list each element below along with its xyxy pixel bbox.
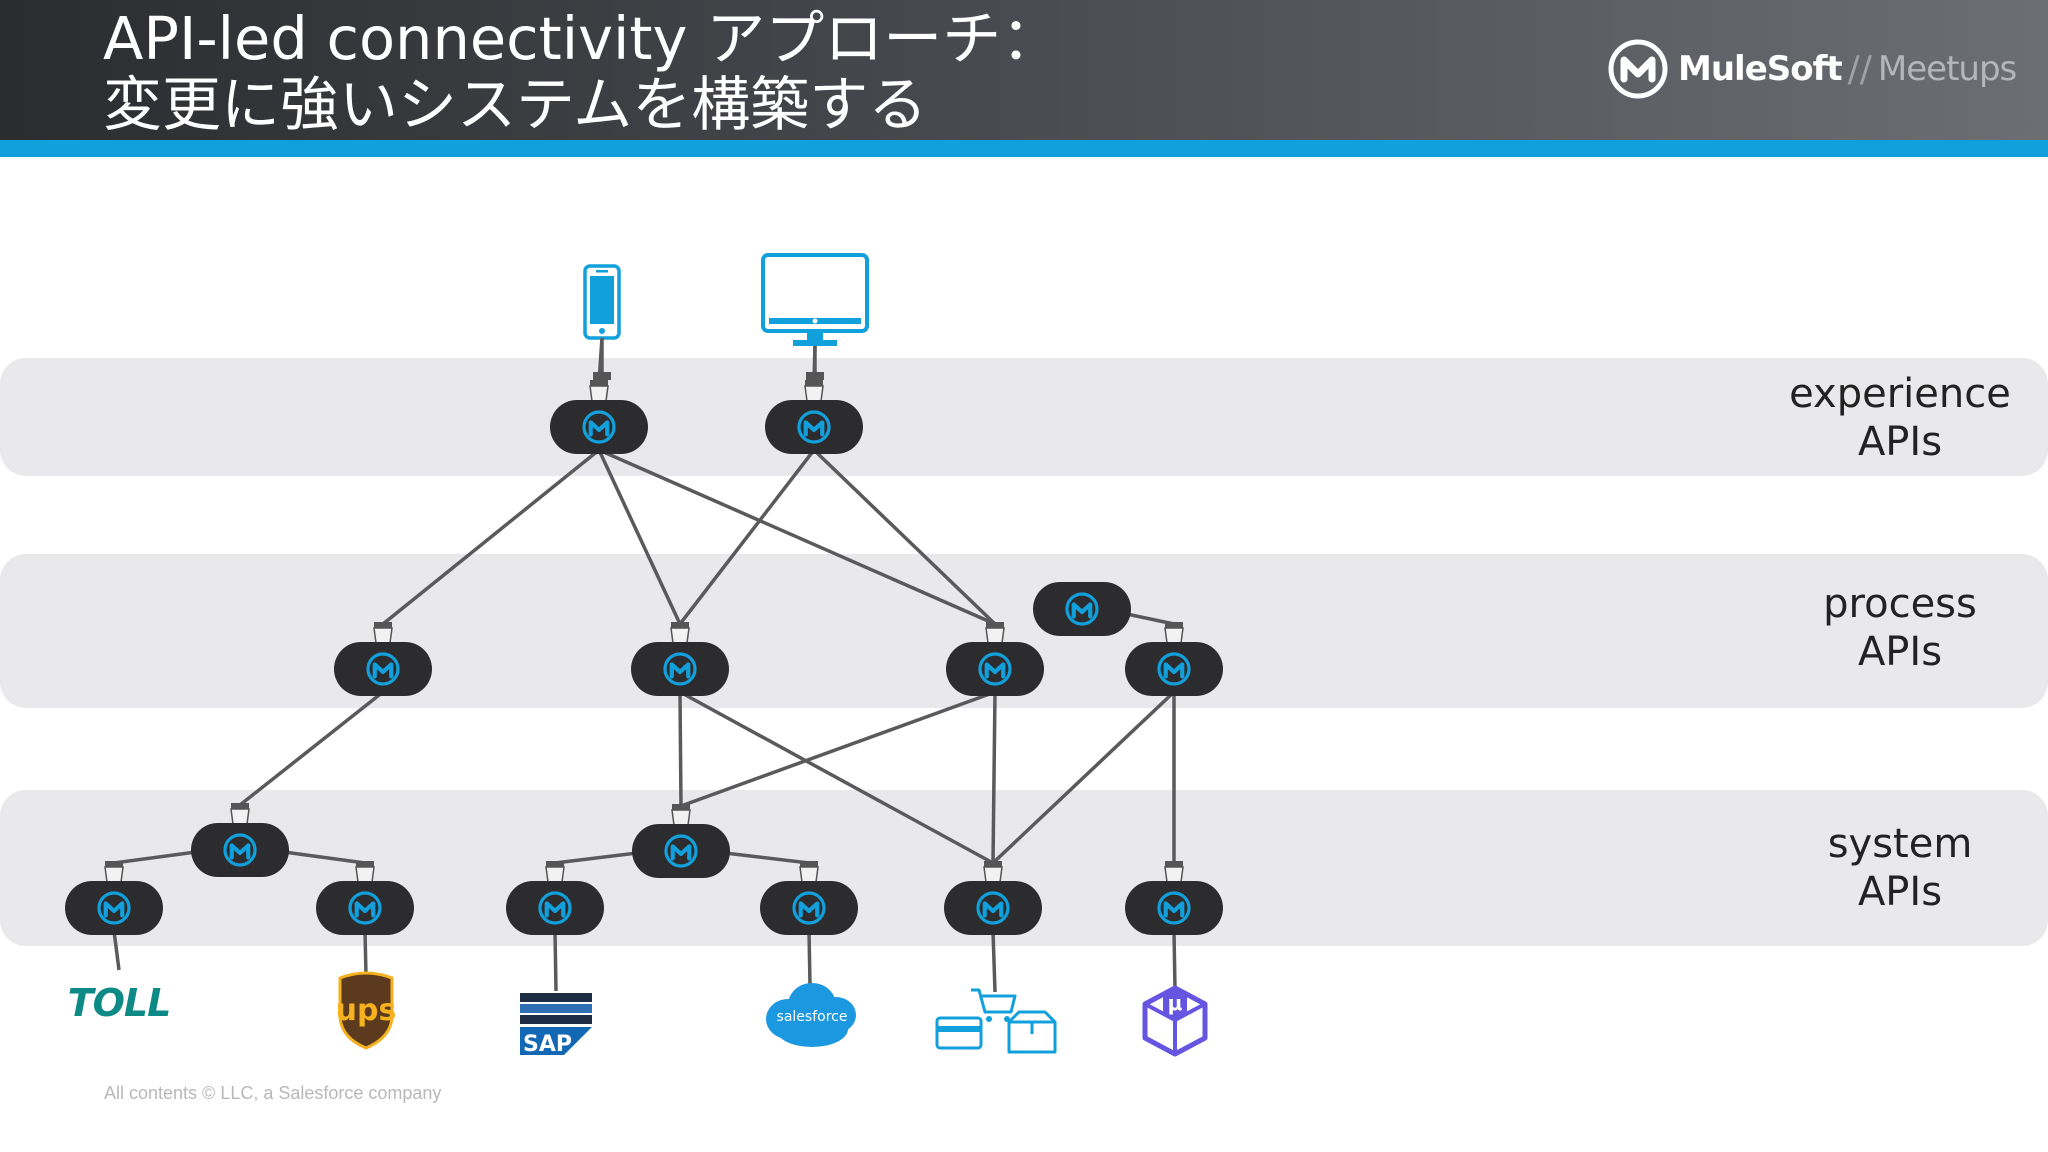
connection-sys3-sap	[553, 930, 558, 992]
layer-label-experience: experience APIs	[1750, 370, 2048, 466]
api-node-proc2[interactable]	[631, 622, 729, 696]
slide-title: API-led connectivity アプローチ： 変更に強いシステムを構築…	[103, 6, 1060, 138]
mulesoft-logo-icon	[1608, 39, 1668, 99]
svg-text:TOLL: TOLL	[68, 981, 171, 1025]
svg-text:SAP: SAP	[523, 1032, 572, 1057]
layer-label-line2: APIs	[1857, 629, 1943, 675]
api-node-proc3[interactable]	[946, 622, 1044, 696]
connection-proc3-sys5	[991, 691, 997, 864]
api-node-sys2[interactable]	[316, 861, 414, 935]
api-node-sys3[interactable]	[506, 861, 604, 935]
layer-label-system: system APIs	[1750, 820, 2048, 916]
connection-sys-agg1-sys2	[283, 850, 366, 865]
connection-sys-agg2-sys4	[724, 851, 810, 865]
connection-exp2-proc2	[678, 448, 816, 626]
logo-name: MuleSoft	[1678, 49, 1843, 89]
layer-label-line2: APIs	[1857, 869, 1943, 915]
salesforce-cloud-icon: salesforce	[766, 983, 856, 1047]
api-node-sys1[interactable]	[65, 861, 163, 935]
connection-exp1-proc2	[597, 449, 682, 625]
connection-sys4-salesforce	[807, 930, 812, 986]
sap-logo-icon: SAP	[520, 993, 592, 1057]
api-node-sys-agg2[interactable]	[632, 804, 730, 878]
desktop-monitor-icon	[761, 253, 869, 380]
api-node-sys-agg1[interactable]	[191, 803, 289, 877]
connection-proc3-sys-agg2	[680, 690, 996, 808]
mulesoft-meetups-logo: MuleSoft // Meetups	[1608, 34, 2017, 104]
title-line-1: API-led connectivity アプローチ：	[103, 4, 1061, 73]
layer-label-line1: system	[1827, 821, 1973, 867]
connection-exp1-proc1	[381, 448, 601, 626]
ups-logo-icon: ups	[336, 971, 397, 1050]
svg-text:ups: ups	[336, 993, 397, 1028]
api-node-exp1[interactable]	[550, 380, 648, 454]
api-node-proc5[interactable]	[1125, 622, 1223, 696]
connection-proc2-sys-agg2	[678, 691, 683, 807]
layer-label-line2: APIs	[1857, 419, 1943, 465]
api-node-proc1[interactable]	[334, 622, 432, 696]
api-node-proc4[interactable]	[1033, 582, 1131, 636]
connection-sys6-micro	[1172, 930, 1177, 991]
layer-band-experience	[0, 358, 2048, 476]
connection-exp1-proc3	[598, 448, 996, 626]
api-node-sys4[interactable]	[760, 861, 858, 935]
logo-separator: //	[1847, 48, 1872, 90]
connection-sys2-ups	[363, 930, 368, 977]
api-node-sys6[interactable]	[1125, 861, 1223, 935]
svg-text:salesforce: salesforce	[777, 1009, 848, 1025]
connection-exp2-proc3	[812, 448, 997, 626]
logo-sub: Meetups	[1877, 49, 2017, 89]
layer-band-process	[0, 554, 2048, 708]
layer-label-line1: process	[1823, 581, 1977, 627]
connection-proc1-sys-agg1	[238, 690, 385, 807]
layer-label-process: process APIs	[1750, 580, 2048, 676]
smartphone-icon	[583, 264, 621, 380]
api-node-sys5[interactable]	[944, 861, 1042, 935]
connection-sys1-toll	[112, 930, 121, 971]
microservice-box-icon: μ	[1142, 985, 1208, 1057]
ecommerce-icon	[935, 988, 1057, 1054]
layer-label-line1: experience	[1789, 371, 2011, 417]
header-accent-line	[0, 140, 2048, 157]
title-line-2: 変更に強いシステムを構築する	[103, 70, 928, 139]
connection-sys-agg2-sys3	[554, 851, 638, 865]
connection-sys-agg1-sys1	[113, 850, 197, 865]
api-node-exp2[interactable]	[765, 380, 863, 454]
copyright-notice: All contents © LLC, a Salesforce company	[104, 1083, 442, 1103]
connection-proc2-sys5	[679, 690, 994, 865]
svg-text:μ: μ	[1168, 991, 1183, 1015]
slide-header	[0, 0, 2048, 140]
toll-logo-icon: TOLL	[68, 981, 172, 1025]
connection-sys5-commerce	[991, 930, 997, 993]
connection-proc5-sys5	[991, 690, 1176, 865]
